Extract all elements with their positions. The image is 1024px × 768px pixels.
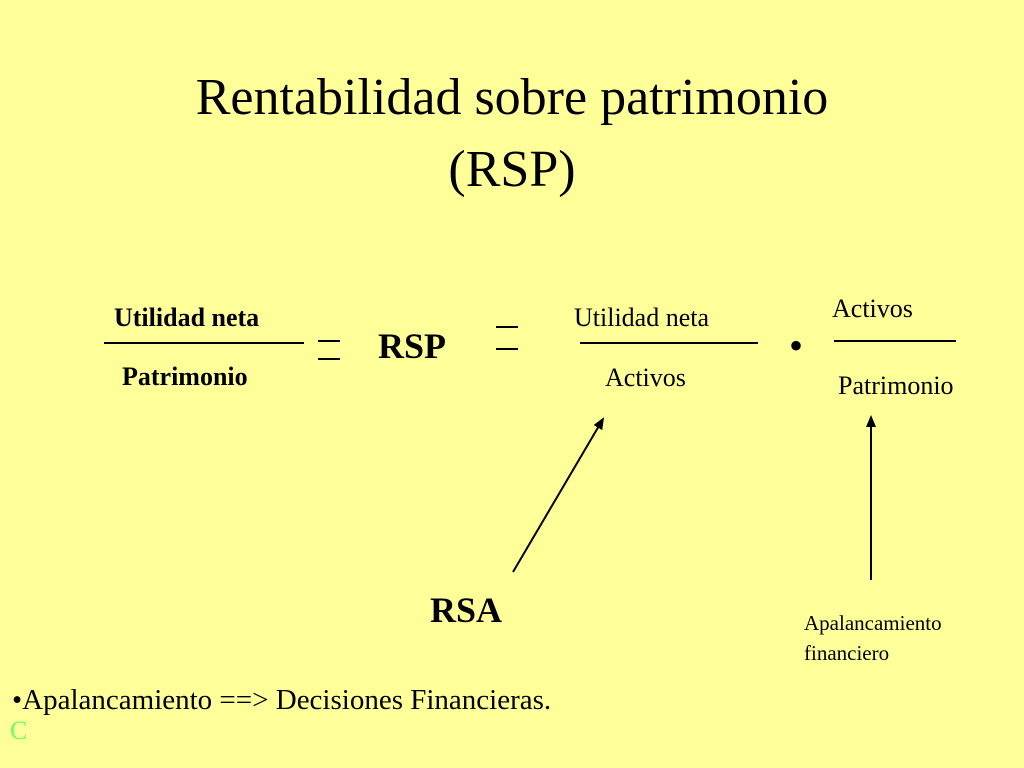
lev-denominator: Patrimonio [838, 371, 954, 400]
roa-fraction-bar [580, 342, 758, 344]
roa-denominator: Activos [605, 363, 686, 392]
roa-numerator: Utilidad neta [574, 303, 710, 332]
slide-title: Rentabilidad sobre patrimonio (RSP) [0, 62, 1024, 206]
lev-fraction-bar [834, 340, 956, 342]
equals-sign-1-bottom [318, 358, 340, 360]
lev-numerator: Activos [832, 294, 913, 323]
multiply-dot: • [789, 323, 804, 368]
equals-sign-1-top [318, 340, 340, 342]
rsa-label: RSA [430, 590, 503, 630]
lhs-denominator: Patrimonio [122, 362, 248, 391]
leverage-label-line-2: financiero [804, 641, 890, 665]
bullet-text: •Apalancamiento ==> Decisiones Financier… [12, 684, 552, 716]
leverage-label: Apalancamiento financiero [804, 608, 942, 668]
lhs-fraction-bar [104, 342, 304, 344]
lhs-numerator: Utilidad neta [114, 303, 260, 332]
corner-mark: C [10, 716, 28, 745]
title-line-2: (RSP) [448, 141, 576, 198]
title-line-1: Rentabilidad sobre patrimonio [195, 69, 829, 126]
rsa-arrow [512, 417, 605, 573]
equals-sign-2-bottom [496, 348, 518, 350]
equals-sign-2-top [496, 326, 518, 328]
leverage-label-line-1: Apalancamiento [804, 611, 942, 635]
rsp-label: RSP [378, 326, 447, 366]
